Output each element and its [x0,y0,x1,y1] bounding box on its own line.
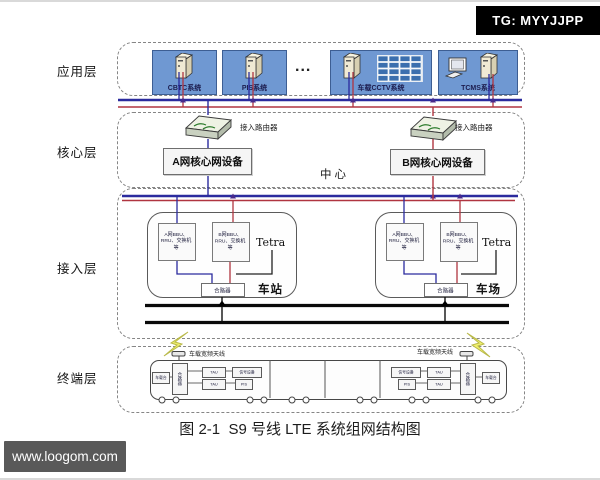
video-wall-icon [377,55,423,82]
train-left-tau1: TAU [202,367,226,378]
top-frame-line [0,0,600,2]
system-label: TCMS系统 [461,85,495,92]
bbu-b-label: B网BBU、RRU、交换机等 [214,231,246,250]
access-layer-box [117,188,525,339]
train-right-radio: 车载台 [482,372,500,384]
train-left-tau2: TAU [202,379,226,390]
system-cctv: 车载CCTV系统 [330,50,432,95]
core-equipment-a: A网核心网设备 [163,148,252,175]
train-left-pis: PIS [235,379,253,390]
depot-tetra-label: Tetra [482,236,512,249]
depot-combiner: 合路器 [424,283,468,297]
depot-name: 车场 [476,284,501,296]
core-layer-label: 核心层 [57,146,98,160]
station-bbu-a: A网BBU、RRU、交换机等 [158,223,196,261]
access-layer-label: 接入层 [57,262,98,276]
system-label: PIS系统 [241,85,268,92]
bottom-frame-line [0,478,600,480]
bbu-a-label: A网BBU、RRU、交换机等 [160,231,192,250]
train-right-tau2: TAU [427,379,451,390]
train-antenna-label-left: 车载宽频天线 [189,351,225,358]
signal-label: 信号设备 [239,370,255,375]
router-b-label: 接入路由器 [455,123,493,132]
bbu-b-label: B网BBU、RRU、交换机等 [442,231,474,250]
core-layer-box [117,112,525,188]
system-pis: PIS系统 [222,50,287,95]
train-radio-label: 车载台 [155,376,167,381]
watermark: www.loogom.com [4,441,126,472]
tau-label: TAU [210,370,218,375]
tau-label: TAU [210,382,218,387]
train-combiner-label: 合路器 [465,372,471,386]
bbu-a-label: A网BBU、RRU、交换机等 [388,231,420,250]
train-antenna-label-right: 车载宽频天线 [417,349,453,356]
application-layer-box [117,42,525,96]
train-left-combiner: 合路器 [172,363,188,395]
station-tetra-label: Tetra [256,236,286,249]
server-icon [174,53,194,79]
pis-label: PIS [403,382,411,387]
train-left-radio: 车载台 [152,372,170,384]
terminal-layer-box [117,346,525,413]
depot-bbu-b: B网BBU、RRU、交换机等 [440,222,478,262]
tg-badge: TG: MYYJJPP [476,6,600,35]
depot-bbu-a: A网BBU、RRU、交换机等 [386,223,424,261]
system-tcms: TCMS系统 [438,50,518,95]
center-label: 中心 [320,169,349,181]
station-bbu-b: B网BBU、RRU、交换机等 [212,222,250,262]
signal-label: 信号设备 [398,370,414,375]
train-right-pis: PIS [398,379,416,390]
terminal-layer-label: 终端层 [57,372,98,386]
systems-ellipsis: ... [295,58,312,75]
train-radio-label: 车载台 [485,376,497,381]
server-icon [244,53,264,79]
system-label: CBTC系统 [167,85,202,92]
router-a-label: 接入路由器 [240,123,278,132]
tau-label: TAU [435,370,443,375]
system-cbtc: CBTC系统 [152,50,217,95]
combiner-label: 合路器 [214,287,231,294]
tau-label: TAU [435,382,443,387]
station-combiner: 合路器 [201,283,245,297]
core-equipment-b: B网核心网设备 [390,149,485,175]
pis-label: PIS [240,382,248,387]
figure-caption: 图 2-1 S9 号线 LTE 系统组网结构图 [179,421,421,438]
system-label: 车载CCTV系统 [357,85,405,92]
train-right-tau1: TAU [427,367,451,378]
train-combiner-label: 合路器 [177,372,183,386]
monitor-icon [445,57,467,79]
station-name: 车站 [258,284,283,296]
application-layer-label: 应用层 [57,65,98,79]
train-left-signal: 信号设备 [232,367,262,378]
train-right-signal: 信号设备 [391,367,421,378]
server-icon [342,53,362,79]
train-right-combiner: 合路器 [460,363,476,395]
combiner-label: 合路器 [437,287,454,294]
server-icon [479,53,499,79]
